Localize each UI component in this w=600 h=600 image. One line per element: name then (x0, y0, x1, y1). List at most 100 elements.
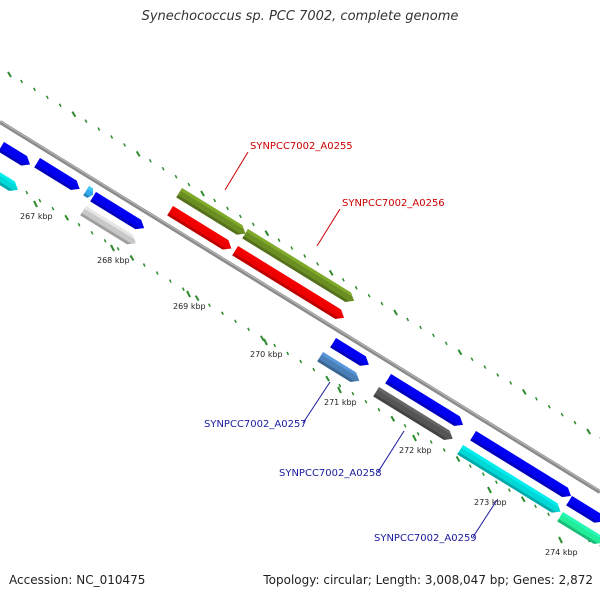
scale-dot (181, 287, 185, 291)
gene-block[interactable] (0, 160, 21, 195)
scale-dot (226, 206, 229, 211)
scale-dot (560, 412, 564, 417)
scale-dot (97, 127, 101, 131)
scale-dot (148, 158, 152, 163)
gene-block[interactable] (232, 246, 347, 323)
tick-label: 268 kbp (97, 256, 130, 265)
label-leader-line (302, 381, 331, 424)
scale-dot (351, 391, 355, 396)
gene-block[interactable] (385, 374, 466, 430)
gene-labels: SYNPCC7002_A0255SYNPCC7002_A0256SYNPCC70… (204, 141, 477, 544)
tick-mark (487, 486, 492, 494)
gene-block[interactable] (330, 338, 372, 369)
gene-block[interactable] (373, 387, 455, 444)
scale-dot (187, 182, 191, 187)
genome-backbone (0, 120, 600, 494)
tick-label: 274 kbp (545, 548, 578, 557)
accession-text: Accession: NC_010475 (9, 573, 146, 587)
scale-dot (429, 440, 433, 444)
scale-dot (367, 293, 371, 298)
scale-dot (290, 246, 294, 250)
tick-label: 269 kbp (173, 302, 206, 311)
scale-dot (286, 351, 290, 356)
scale-dot (161, 166, 165, 171)
scale-dot (481, 472, 485, 476)
gene-label[interactable]: SYNPCC7002_A0257 (204, 419, 307, 430)
scale-dot (116, 247, 120, 251)
label-leader-line (316, 208, 341, 247)
gene-block[interactable] (80, 206, 139, 248)
label-leader-line (377, 430, 405, 473)
tick-label: 271 kbp (324, 398, 357, 407)
scale-dot (455, 456, 461, 463)
scale-dot (58, 103, 62, 108)
scale-dot (103, 239, 107, 243)
gene-block[interactable] (0, 142, 33, 169)
scale-dot (312, 367, 316, 372)
scale-dot (71, 111, 77, 118)
scale-dot (341, 277, 345, 282)
gene-block[interactable] (167, 206, 234, 253)
scale-dot (273, 343, 277, 348)
tick-mark (110, 244, 115, 252)
scale-dot (213, 198, 217, 203)
tick-mark (186, 290, 191, 298)
scale-dot (90, 230, 94, 235)
scale-dot (303, 254, 307, 258)
gene-block[interactable] (176, 188, 248, 238)
scale-dot (194, 295, 200, 302)
scale-dot (33, 87, 36, 92)
gene-block[interactable] (242, 229, 357, 306)
scale-dot (520, 496, 526, 503)
label-leaders (224, 151, 498, 538)
scale-dot (509, 381, 513, 385)
scale-dot (393, 309, 398, 316)
gene-block[interactable] (470, 431, 574, 501)
gene-label[interactable]: SYNPCC7002_A0258 (279, 468, 382, 479)
gene-label[interactable]: SYNPCC7002_A0255 (250, 141, 353, 152)
tick-mark (558, 536, 563, 544)
gene-label[interactable]: SYNPCC7002_A0256 (342, 198, 445, 209)
scale-dot (200, 190, 205, 197)
tick-mark (263, 338, 268, 346)
scale-dot (377, 407, 381, 412)
scale-dot (316, 262, 320, 266)
scale-dot (432, 333, 435, 338)
scale-dot (338, 383, 342, 388)
gene-block[interactable] (566, 496, 600, 526)
gene-block[interactable] (90, 192, 147, 233)
tick-label: 272 kbp (399, 446, 432, 455)
scale-dot (260, 335, 265, 342)
scale-dot (496, 373, 500, 377)
scale-dot (325, 375, 330, 382)
scale-dot (508, 488, 511, 493)
scale-dot (442, 448, 446, 452)
gene-block[interactable] (317, 352, 362, 386)
scale-dot (534, 396, 538, 401)
gene-block[interactable] (457, 445, 563, 516)
gene-block[interactable] (557, 512, 600, 548)
scale-dot (84, 119, 88, 123)
tick-mark (33, 200, 38, 208)
scale-dot (328, 269, 334, 276)
scale-dot (299, 359, 303, 364)
scale-dot (521, 388, 527, 395)
scale-dot (444, 341, 448, 346)
scale-dot (483, 365, 487, 369)
scale-dot (251, 222, 255, 227)
scale-dot (7, 71, 12, 78)
gene-features (0, 142, 600, 548)
scale-dot (64, 214, 70, 221)
scale-dot (174, 174, 178, 179)
scale-dot (51, 206, 55, 211)
scale-dot (403, 424, 407, 428)
scale-dot (155, 271, 159, 275)
gene-block[interactable] (34, 158, 82, 194)
scale-dot (390, 415, 396, 422)
gene-label[interactable]: SYNPCC7002_A0259 (374, 533, 477, 544)
scale-dot (547, 512, 550, 517)
label-leader-line (224, 151, 249, 191)
gene-block[interactable] (83, 186, 96, 200)
